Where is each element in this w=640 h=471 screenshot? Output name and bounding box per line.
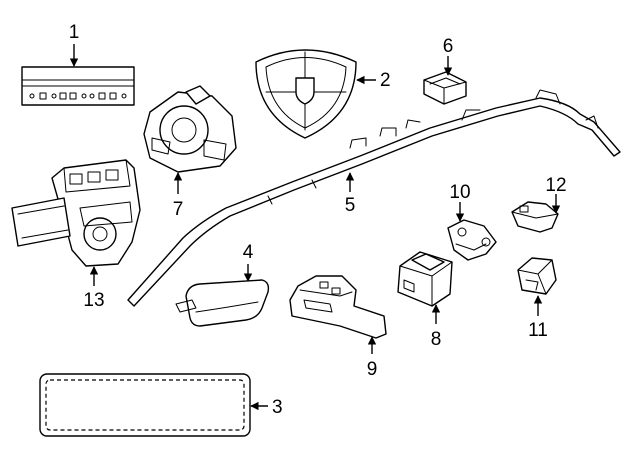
callout-8: 8 <box>431 329 442 350</box>
callout-12: 12 <box>545 175 566 196</box>
part-9-inflator <box>289 275 387 339</box>
callout-2: 2 <box>380 70 391 91</box>
part-10-sensor <box>447 219 497 261</box>
callout-13: 13 <box>83 290 104 311</box>
callout-11: 11 <box>528 320 548 341</box>
callout-4: 4 <box>243 242 254 263</box>
part-3-panel <box>39 373 251 437</box>
callout-3: 3 <box>272 397 283 418</box>
part-4-pad <box>175 279 270 327</box>
callout-9: 9 <box>367 359 378 380</box>
callout-10: 10 <box>449 182 470 203</box>
callout-6: 6 <box>443 36 454 57</box>
part-2-shield <box>255 49 357 139</box>
part-6-module <box>423 71 467 105</box>
part-12-sensor <box>511 201 559 233</box>
callout-5: 5 <box>345 195 356 216</box>
part-5-curtain <box>127 89 621 307</box>
part-13-module <box>11 159 141 267</box>
callout-7: 7 <box>173 199 184 220</box>
part-7-clockspring <box>143 85 237 173</box>
part-8-module <box>397 251 453 307</box>
part-11-sensor <box>517 257 557 295</box>
callout-1: 1 <box>69 22 80 43</box>
part-1-label <box>21 66 135 106</box>
